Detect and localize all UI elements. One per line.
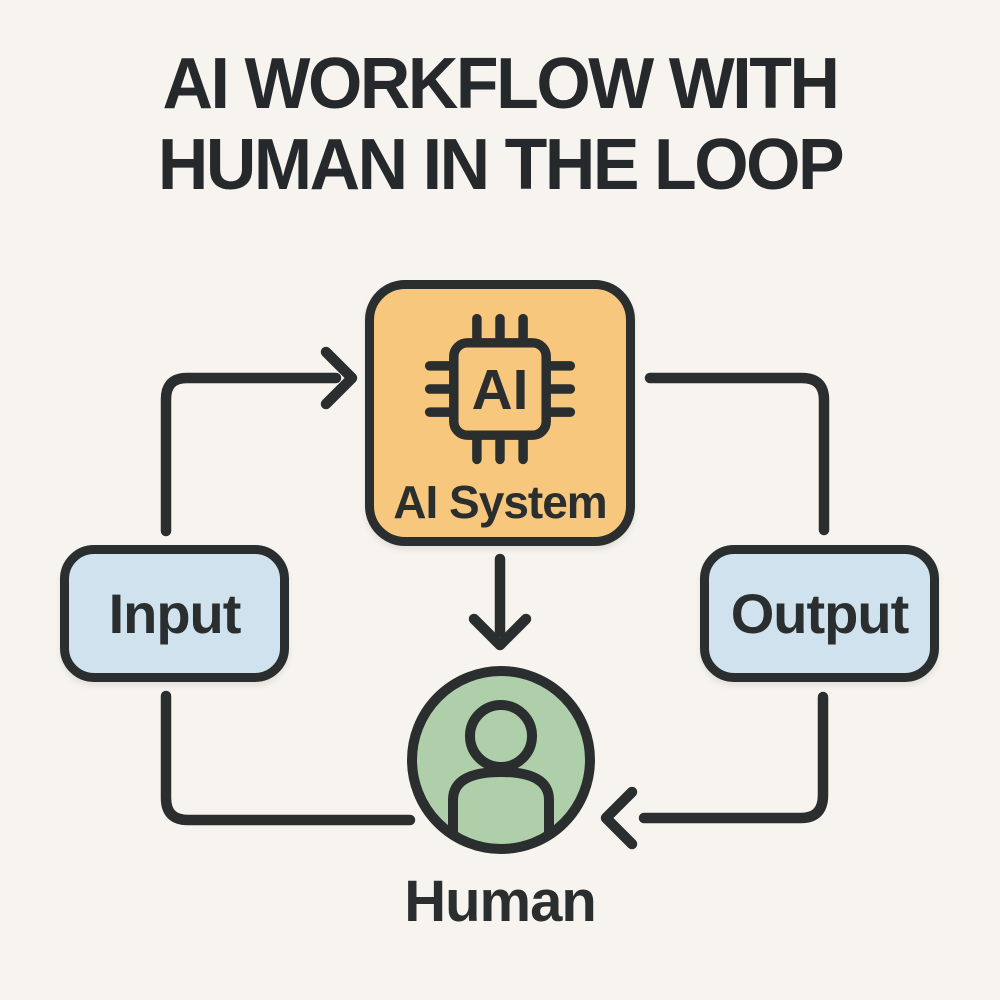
person-body: [448, 766, 554, 838]
edge-ai-to-output: [644, 372, 830, 536]
output-node: Output: [700, 545, 939, 682]
title-line-2: HUMAN IN THE LOOP: [157, 125, 845, 206]
edge-output-to-human: [638, 691, 829, 824]
edge-input-to-ai-arrowhead: [320, 346, 358, 410]
chip-icon-label: AI: [472, 359, 529, 422]
edge-output-to-human-arrowhead: [600, 786, 638, 850]
ai-system-label: AI System: [393, 476, 607, 528]
human-node: [407, 666, 595, 854]
human-label: Human: [404, 869, 597, 934]
title-line-1: AI WORKFLOW WITH: [162, 44, 840, 124]
edge-input-to-ai: [160, 372, 342, 537]
chip-icon: AI: [424, 313, 576, 465]
ai-system-node: AI AI System: [365, 280, 635, 546]
input-node: Input: [60, 545, 289, 682]
edge-input-to-human: [160, 690, 416, 826]
person-icon: [407, 666, 595, 854]
diagram-title: AI WORKFLOW WITH HUMAN IN THE LOOP: [15, 44, 985, 207]
edge-ai-to-human-arrowhead: [468, 613, 532, 651]
output-label: Output: [730, 582, 909, 645]
input-label: Input: [108, 582, 242, 645]
